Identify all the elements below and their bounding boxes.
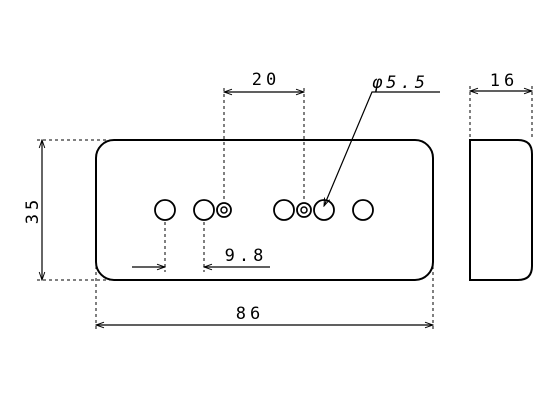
screw-hole-right-inner: [300, 206, 308, 214]
screw-hole-left-outer: [216, 202, 232, 218]
screw-hole-left-inner: [220, 206, 228, 214]
dimension-lines: [42, 91, 532, 325]
dim-height-label: 35: [23, 196, 43, 224]
dim-offset-label: 9.8: [225, 246, 268, 266]
pole-hole-2: [193, 199, 215, 221]
pole-hole-5: [352, 199, 374, 221]
dim-side-width-label: 16: [490, 71, 518, 91]
pole-hole-4: [313, 199, 335, 221]
dim-length-label: 86: [236, 304, 264, 324]
diameter-leader-line: [324, 91, 440, 206]
pickup-body-front-view: [95, 139, 434, 281]
screw-hole-right-outer: [296, 202, 312, 218]
dim-diameter-label: φ5.5: [372, 73, 429, 93]
pickup-body-side-view: [469, 139, 533, 281]
extension-lines: [37, 86, 533, 330]
dim-hole-spacing-label: 20: [252, 70, 280, 90]
pole-hole-1: [154, 199, 176, 221]
pole-holes: [154, 199, 374, 221]
pole-hole-3: [273, 199, 295, 221]
